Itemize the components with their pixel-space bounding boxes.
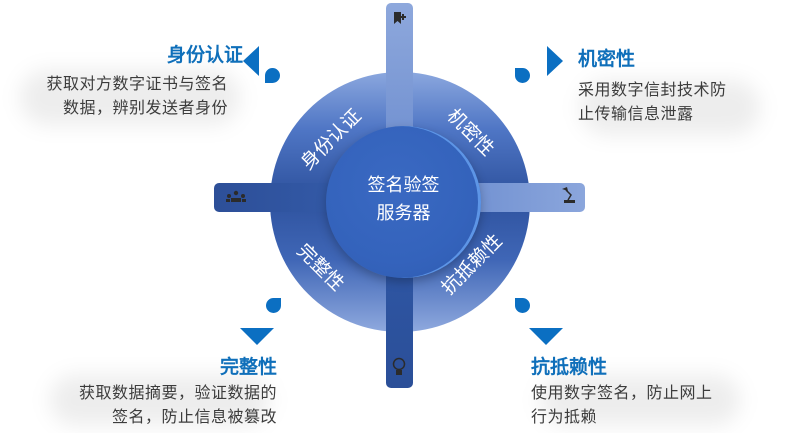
text-shadow bbox=[540, 375, 740, 425]
feature-desc-line: 止传输信息泄露 bbox=[578, 104, 694, 123]
arrow-down-icon bbox=[529, 328, 563, 345]
feature-identity-desc: 获取对方数字证书与签名 数据，辨别发送者身份 bbox=[46, 72, 228, 120]
text-shadow bbox=[580, 80, 760, 135]
feature-desc-line: 行为抵赖 bbox=[531, 407, 598, 426]
feature-desc-line: 签名，防止信息被篡改 bbox=[111, 407, 277, 426]
feature-confidentiality: 机密性 bbox=[578, 48, 635, 70]
feature-desc-line: 使用数字签名，防止网上 bbox=[531, 383, 713, 402]
feature-desc-line: 获取对方数字证书与签名 bbox=[46, 74, 228, 93]
center-subtitle: 服务器 bbox=[376, 203, 431, 224]
bookmark-add-icon bbox=[393, 11, 407, 29]
desk-lamp-icon bbox=[561, 186, 577, 208]
feature-title: 机密性 bbox=[578, 48, 636, 70]
arrow-down-icon bbox=[240, 328, 274, 345]
feature-title: 抗抵赖性 bbox=[531, 356, 608, 378]
drop-icon bbox=[515, 68, 530, 83]
text-shadow bbox=[50, 375, 270, 425]
arrow-right-icon bbox=[547, 46, 563, 76]
feature-non-repudiation: 抗抵赖性 bbox=[531, 356, 607, 378]
feature-desc-line: 获取数据摘要，验证数据的 bbox=[78, 383, 277, 402]
text-shadow bbox=[20, 70, 240, 125]
feature-confidentiality-desc: 采用数字信封技术防 止传输信息泄露 bbox=[578, 78, 727, 126]
feature-desc-line: 采用数字信封技术防 bbox=[578, 80, 727, 99]
feature-title: 完整性 bbox=[219, 356, 277, 378]
arrow-left-icon bbox=[243, 46, 259, 76]
feature-identity: 身份认证 bbox=[167, 44, 243, 66]
drop-icon bbox=[266, 298, 281, 313]
center-circle: 签名验签 服务器 bbox=[326, 126, 481, 278]
drop-icon bbox=[515, 298, 530, 313]
drop-icon bbox=[265, 68, 280, 83]
team-meeting-icon bbox=[225, 190, 247, 208]
lightbulb-icon bbox=[392, 357, 406, 381]
center-title: 签名验签 bbox=[367, 175, 440, 196]
feature-non-repudiation-desc: 使用数字签名，防止网上 行为抵赖 bbox=[531, 381, 713, 429]
feature-desc-line: 数据，辨别发送者身份 bbox=[62, 98, 228, 117]
feature-integrity: 完整性 bbox=[220, 356, 277, 378]
feature-integrity-desc: 获取数据摘要，验证数据的 签名，防止信息被篡改 bbox=[79, 381, 277, 429]
feature-title: 身份认证 bbox=[166, 44, 243, 66]
